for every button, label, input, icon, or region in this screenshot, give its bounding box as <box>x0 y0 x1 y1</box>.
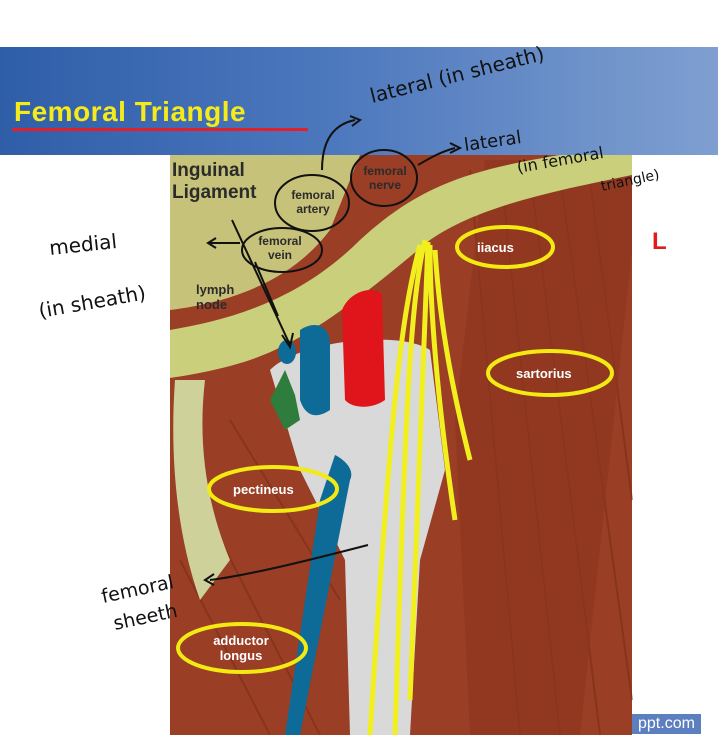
note-lateral-triangle-3: triangle) <box>600 167 661 195</box>
note-medial-in-sheath: (in sheath) <box>37 280 148 322</box>
note-medial: medial <box>48 229 118 260</box>
note-lateral-triangle-1: lateral <box>463 127 523 156</box>
note-lateral-in-sheath: lateral (in sheath) <box>367 41 546 108</box>
note-lateral-triangle-2: (in femoral <box>515 143 605 177</box>
note-femoral-sheath-2: sheeth <box>111 600 179 635</box>
